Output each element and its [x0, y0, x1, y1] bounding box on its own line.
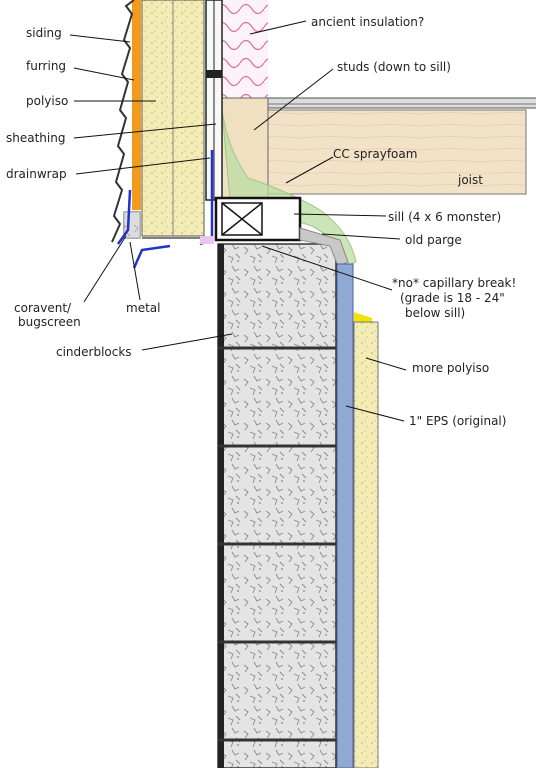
ancient-insulation	[222, 0, 268, 99]
label-eps: 1" EPS (original)	[409, 414, 506, 428]
siding	[111, 0, 135, 243]
label-more-polyiso: more polyiso	[412, 361, 489, 375]
polyiso-wall	[141, 0, 205, 237]
label-coravent: coravent/	[14, 301, 72, 315]
joist	[267, 97, 536, 195]
label-bugscreen: bugscreen	[18, 315, 81, 329]
cinderblocks	[217, 243, 337, 769]
label-capillary-line2: (grade is 18 - 24"	[400, 291, 505, 305]
drainwrap-flashing	[116, 150, 214, 269]
sheathing	[205, 0, 223, 201]
label-studs: studs (down to sill)	[337, 60, 451, 74]
label-cinderblocks: cinderblocks	[56, 345, 132, 359]
label-capillary-line1: *no* capillary break!	[392, 276, 516, 290]
label-furring: furring	[26, 59, 66, 73]
label-sill: sill (4 x 6 monster)	[388, 210, 501, 224]
furring	[132, 0, 141, 210]
sill	[214, 196, 302, 242]
label-sheathing: sheathing	[6, 131, 65, 145]
label-metal: metal	[126, 301, 160, 315]
label-cc-sprayfoam: CC sprayfoam	[333, 147, 417, 161]
label-siding: siding	[26, 26, 62, 40]
leader-lines	[69, 20, 407, 422]
label-polyiso: polyiso	[26, 94, 68, 108]
label-joist: joist	[457, 173, 483, 187]
label-capillary-line3: below sill)	[405, 306, 465, 320]
label-drainwrap: drainwrap	[6, 167, 67, 181]
label-old-parge: old parge	[405, 233, 462, 247]
polyiso-foundation	[353, 312, 379, 769]
label-ancient-insulation: ancient insulation?	[311, 15, 424, 29]
